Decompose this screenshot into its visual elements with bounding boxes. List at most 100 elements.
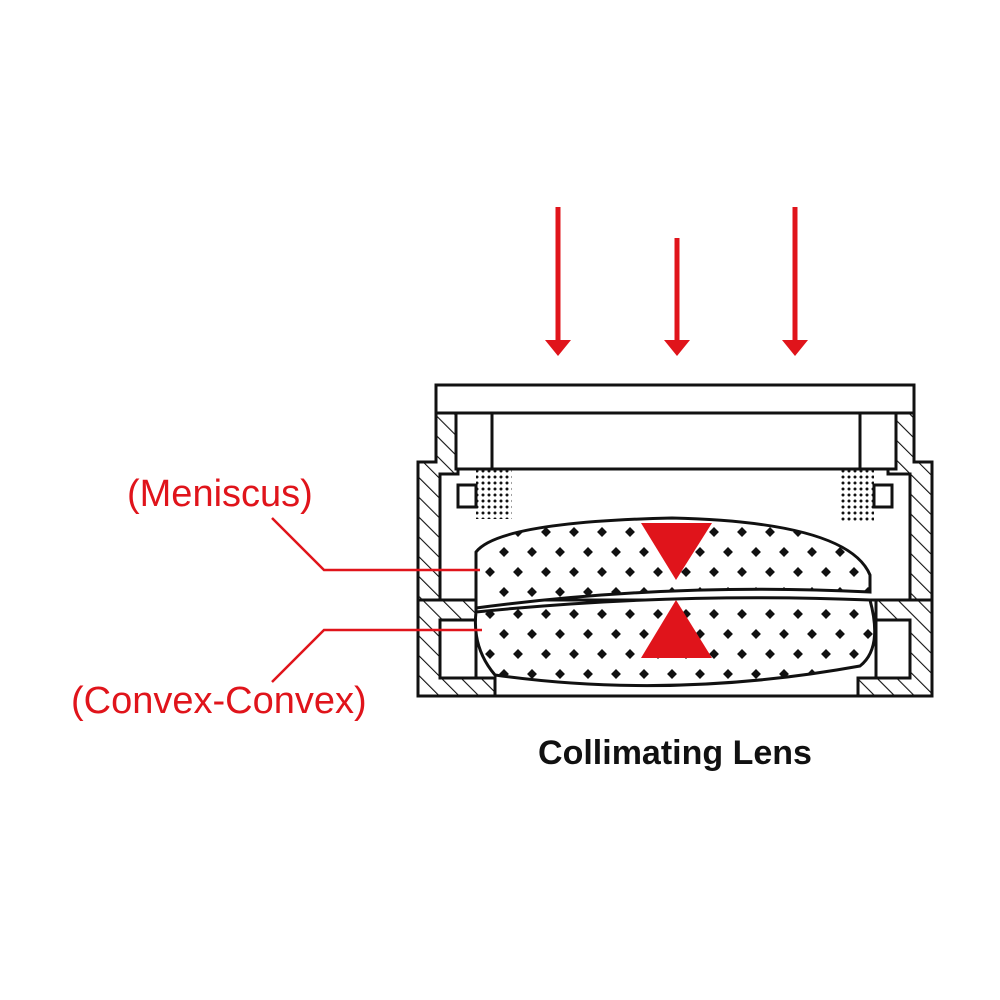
- glass-speckle: [821, 567, 831, 577]
- glass-speckle: [793, 649, 803, 659]
- triangle-down-icon: [641, 523, 712, 580]
- glass-speckle: [779, 629, 789, 639]
- glass-speckle: [849, 527, 859, 537]
- glass-speckle: [793, 609, 803, 619]
- glass-speckle: [765, 527, 775, 537]
- glass-speckle: [583, 587, 593, 597]
- glass-speckle: [485, 527, 495, 537]
- glass-speckle: [569, 609, 579, 619]
- glass-speckle: [695, 669, 705, 679]
- glass-speckle: [849, 567, 859, 577]
- glass-speckle: [765, 567, 775, 577]
- glass-speckle: [625, 649, 635, 659]
- glass-speckle: [597, 649, 607, 659]
- down-arrow-icon: [545, 207, 571, 356]
- glass-speckle: [681, 567, 691, 577]
- glass-speckle: [555, 629, 565, 639]
- glass-speckle: [821, 609, 831, 619]
- glass-speckle: [723, 669, 733, 679]
- glass-speckle: [835, 629, 845, 639]
- glass-speckle: [597, 609, 607, 619]
- glass-speckle: [639, 669, 649, 679]
- glass-speckle: [541, 649, 551, 659]
- glass-speckle: [709, 567, 719, 577]
- glass-speckle: [751, 547, 761, 557]
- glass-speckle: [709, 609, 719, 619]
- glass-speckle: [695, 547, 705, 557]
- glass-speckle: [555, 547, 565, 557]
- glass-speckle: [499, 587, 509, 597]
- glass-speckle: [485, 609, 495, 619]
- glass-speckle: [807, 547, 817, 557]
- glass-speckle: [737, 649, 747, 659]
- glass-speckle: [849, 609, 859, 619]
- glass-speckle: [737, 567, 747, 577]
- glass-speckle: [597, 567, 607, 577]
- glass-speckle: [821, 649, 831, 659]
- glass-speckle: [849, 649, 859, 659]
- triangle-up-icon: [641, 600, 712, 658]
- glass-speckle: [513, 609, 523, 619]
- glass-speckle: [541, 527, 551, 537]
- glass-speckle: [863, 629, 873, 639]
- glass-speckle: [583, 669, 593, 679]
- glass-speckle: [527, 547, 537, 557]
- diagram-caption: Collimating Lens: [538, 734, 812, 772]
- glass-speckle: [513, 649, 523, 659]
- convex-convex-lens: [473, 596, 877, 688]
- glass-speckle: [639, 629, 649, 639]
- housing-top-rim: [434, 383, 916, 415]
- glass-speckle: [597, 527, 607, 537]
- glass-speckle: [527, 669, 537, 679]
- glass-speckle: [807, 629, 817, 639]
- glass-speckle: [513, 567, 523, 577]
- housing-wall-left: [416, 383, 460, 602]
- glass-speckle: [569, 527, 579, 537]
- glass-speckle: [569, 649, 579, 659]
- glass-speckle: [779, 547, 789, 557]
- glass-speckle: [569, 567, 579, 577]
- glass-speckle: [653, 567, 663, 577]
- glass-speckle: [737, 527, 747, 537]
- glass-speckle: [485, 567, 495, 577]
- glass-speckle: [583, 629, 593, 639]
- meniscus-label: (Meniscus): [127, 473, 313, 515]
- glass-speckle: [639, 547, 649, 557]
- glass-speckle: [583, 547, 593, 557]
- spacer-left: [476, 469, 512, 519]
- glass-speckle: [499, 547, 509, 557]
- meniscus-leader-line: [271, 517, 480, 572]
- glass-speckle: [779, 669, 789, 679]
- retaining-ring: [454, 411, 898, 471]
- glass-speckle: [737, 609, 747, 619]
- down-arrow-icon: [782, 207, 808, 356]
- glass-speckle: [625, 567, 635, 577]
- glass-speckle: [555, 669, 565, 679]
- glass-speckle: [625, 609, 635, 619]
- glass-speckle: [765, 649, 775, 659]
- glass-speckle: [793, 567, 803, 577]
- spacer-right: [840, 469, 874, 521]
- glass-speckle: [863, 547, 870, 557]
- glass-speckle: [611, 547, 621, 557]
- glass-speckle: [821, 527, 831, 537]
- glass-speckle: [723, 547, 733, 557]
- glass-speckle: [625, 527, 635, 537]
- glass-speckle: [751, 629, 761, 639]
- glass-speckle: [485, 649, 495, 659]
- glass-speckle: [541, 567, 551, 577]
- glass-speckle: [709, 649, 719, 659]
- glass-speckle: [709, 527, 719, 537]
- glass-speckle: [765, 609, 775, 619]
- convex-leader-line: [271, 628, 482, 683]
- glass-speckle: [653, 609, 663, 619]
- glass-speckle: [499, 629, 509, 639]
- convex-convex-label: (Convex-Convex): [71, 680, 367, 722]
- glass-speckle: [835, 547, 845, 557]
- glass-speckle: [611, 629, 621, 639]
- glass-speckle: [611, 669, 621, 679]
- down-arrow-icon: [664, 238, 690, 356]
- glass-speckle: [751, 669, 761, 679]
- glass-speckle: [555, 587, 565, 597]
